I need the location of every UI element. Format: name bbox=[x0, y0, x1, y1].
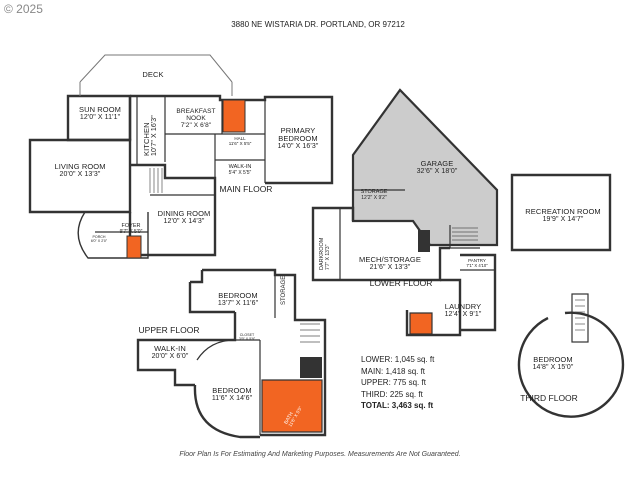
third-floor-walls bbox=[517, 293, 625, 418]
room-deck: DECK bbox=[142, 70, 164, 79]
area-third: THIRD: 225 sq. ft bbox=[361, 389, 423, 399]
lower-floor-walls bbox=[311, 88, 612, 337]
area-upper: UPPER: 775 sq. ft bbox=[361, 378, 426, 387]
level-label-main: MAIN FLOOR bbox=[219, 184, 273, 194]
level-label-lower: LOWER FLOOR bbox=[369, 278, 433, 288]
upper-floor-walls bbox=[136, 268, 327, 439]
main-floor-walls bbox=[28, 94, 334, 259]
area-lower: LOWER: 1,045 sq. ft bbox=[361, 355, 435, 364]
square-footage-summary: LOWER: 1,045 sq. ft MAIN: 1,418 sq. ft U… bbox=[361, 354, 434, 412]
level-label-upper: UPPER FLOOR bbox=[138, 325, 200, 335]
area-main: MAIN: 1,418 sq. ft bbox=[361, 366, 426, 376]
level-label-third: THIRD FLOOR bbox=[520, 393, 578, 403]
room-storage-upper: STORAGE bbox=[281, 275, 287, 305]
copyright-watermark: © 2025 bbox=[4, 2, 43, 16]
disclaimer-footer: Floor Plan Is For Estimating And Marketi… bbox=[179, 451, 461, 458]
property-address: 3880 NE WISTARIA DR. PORTLAND, OR 97212 bbox=[231, 20, 405, 29]
area-total: TOTAL: 3,463 sq. ft bbox=[361, 401, 434, 410]
